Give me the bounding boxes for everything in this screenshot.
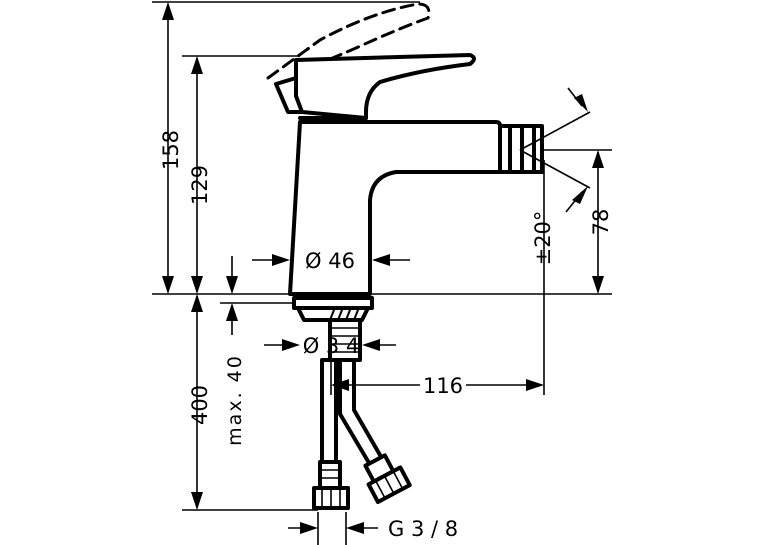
angle-line-upper [519, 111, 591, 151]
dim-angle-label: ±20° [531, 211, 555, 266]
faucet-body [288, 120, 502, 296]
dim-34-label: Ø 3 4 [303, 334, 360, 358]
dim-max40-arrow-bottom [226, 303, 238, 321]
lever-raised-outline [266, 2, 431, 80]
dim-400-arrow-top [191, 294, 203, 312]
angled-hose-fitting [363, 453, 412, 504]
dim-78-arrow-bottom [592, 276, 604, 294]
dim-116-label: 116 [423, 374, 463, 398]
dim-max40-label: max. 40 [224, 354, 246, 446]
dim-78-label: 78 [589, 209, 613, 236]
dim-34-arrow-left [282, 339, 300, 351]
dim-129-arrow-top [191, 56, 203, 74]
dim-78-arrow-top [592, 150, 604, 168]
dim-158-arrow-top [162, 2, 174, 20]
angle-line-lower [519, 149, 591, 189]
dim-g38-arrow-right [346, 522, 364, 534]
dim-46-arrow-right [372, 254, 390, 266]
hose-angled [338, 358, 386, 470]
dim-129-arrow-bottom [191, 276, 203, 294]
dim-46-label: Ø 46 [305, 249, 355, 273]
dim-116-arrow-right [526, 379, 544, 391]
dim-129-label: 129 [188, 165, 212, 205]
dim-34-arrow-right [362, 339, 380, 351]
dim-400-label: 400 [188, 385, 212, 425]
dim-400-arrow-bottom [191, 492, 203, 510]
dim-46-arrow-left [272, 254, 290, 266]
dim-max40-arrow-top [226, 276, 238, 294]
angle-arrow-lower [572, 186, 588, 204]
dim-158-arrow-bottom [162, 276, 174, 294]
dim-116-arrow-left [331, 379, 349, 391]
straight-hose-ferrule [318, 460, 342, 490]
hose-straight [320, 358, 338, 464]
dim-g38-arrow-left [300, 522, 318, 534]
dim-158-label: 158 [159, 130, 183, 170]
lever-handle [294, 53, 476, 120]
dim-g38-label: G 3 / 8 [388, 517, 458, 541]
lever-tip [274, 76, 304, 114]
angle-arrow-upper [574, 94, 588, 112]
